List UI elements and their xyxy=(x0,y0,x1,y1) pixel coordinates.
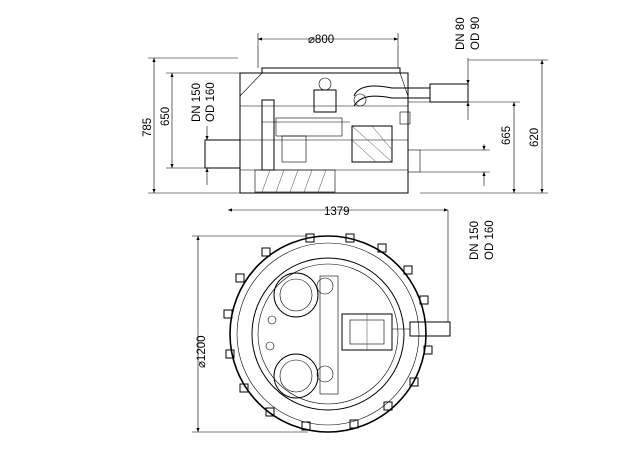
left-inlet-dn-label: DN 150 xyxy=(191,83,203,122)
pump-plan-bottom xyxy=(273,353,319,399)
pump-plan-top xyxy=(273,272,319,318)
plan-view: ⌀1200 DN 150 OD 160 xyxy=(192,210,496,433)
height-total-label: 785 xyxy=(142,118,154,137)
top-discharge-pipe xyxy=(429,83,469,103)
top-diameter-label: ⌀800 xyxy=(308,34,334,46)
top-inlet-dn-label: DN 80 xyxy=(455,17,467,50)
right-outlet-stub xyxy=(407,149,421,173)
left-inlet-od-label: OD 160 xyxy=(205,82,217,122)
base-hatch xyxy=(254,169,336,193)
bolt-circle xyxy=(223,233,433,431)
central-spine xyxy=(319,275,339,395)
internal-riser xyxy=(261,99,275,171)
right-outlet-od-label: OD 160 xyxy=(484,220,496,260)
tank-body-outline xyxy=(239,72,409,194)
width-dimension: 1379 xyxy=(228,206,448,218)
outer-ring xyxy=(229,235,427,433)
width-total-label: 1379 xyxy=(324,206,350,218)
outlet-pipe-plan xyxy=(409,321,451,337)
height-inlet-label: 650 xyxy=(160,107,172,126)
inner-ring xyxy=(251,257,405,411)
side-elevation-view: ⌀800 DN 80 OD 90 DN 150 OD 160 785 650 6… xyxy=(142,17,548,194)
cone-walls xyxy=(239,72,409,97)
discharge-elbow xyxy=(353,85,430,97)
height-outlet-top-label: 665 xyxy=(501,126,513,145)
manhole-shaft xyxy=(261,67,401,73)
pump-unit-left xyxy=(313,89,337,113)
height-outlet-label: 620 xyxy=(529,128,541,147)
left-inlet-pipe xyxy=(204,139,241,169)
top-inlet-od-label: OD 90 xyxy=(470,17,482,50)
plan-diameter-label: ⌀1200 xyxy=(196,335,208,368)
internal-tray xyxy=(275,117,343,137)
right-outlet-dn-label: DN 150 xyxy=(469,221,481,260)
